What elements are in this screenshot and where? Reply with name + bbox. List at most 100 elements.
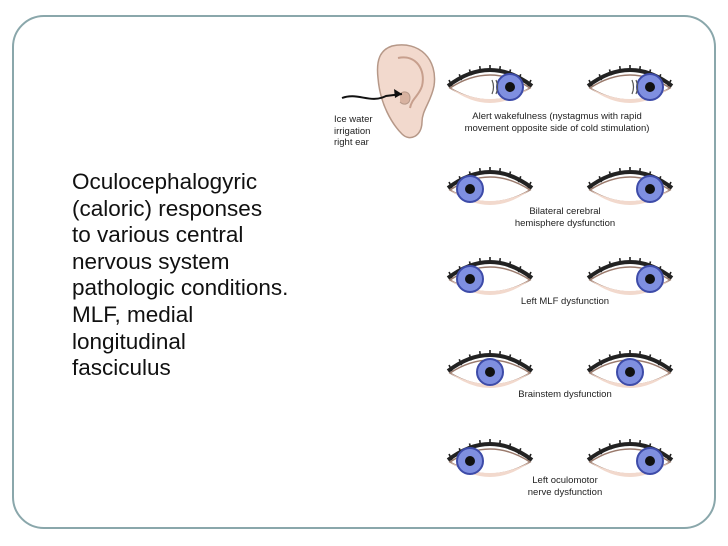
eyelash [618, 351, 622, 358]
eyelash [527, 271, 532, 279]
eyelash [517, 358, 522, 366]
eyelash [638, 168, 642, 175]
eyelash [478, 168, 482, 175]
eyelash [527, 453, 532, 461]
caloric-response-figure: Ice water irrigation right ear Alert wak… [330, 38, 710, 508]
nystagmus-motion-marks [631, 79, 639, 95]
caption-line: Oculocephalogyric [72, 169, 258, 194]
eyelash [527, 364, 532, 372]
eyelash [598, 265, 603, 273]
eyelash [598, 175, 603, 183]
eyelash [458, 358, 463, 366]
eyelash [598, 358, 603, 366]
caption-line: nervous system [72, 248, 230, 274]
row-label-line: Left MLF dysfunction [520, 296, 610, 307]
eyelash [448, 271, 453, 279]
eyelash [667, 271, 672, 279]
eyelash [458, 73, 463, 81]
ear-canal [399, 91, 411, 105]
eyelash [448, 453, 453, 461]
eyelash [588, 271, 593, 279]
eye-icon [586, 65, 674, 103]
eyelash [508, 443, 512, 450]
lower-lid [590, 373, 670, 388]
eyelash [598, 73, 603, 81]
pupil [645, 184, 655, 194]
row-label-line: Bilateral cerebral [529, 206, 601, 217]
eyelash [478, 258, 482, 265]
eyelash [498, 351, 502, 358]
row-label-line: Alert wakefulness (nystagmus with rapid [472, 111, 642, 122]
irrigation-arrow [341, 93, 403, 100]
eyelash [638, 258, 642, 265]
pupil [485, 367, 495, 377]
eyelash [448, 79, 453, 87]
eyelash [478, 351, 482, 358]
pupil [505, 82, 515, 92]
ear-inner-fold [397, 56, 424, 109]
irrigation-arrowhead [394, 89, 402, 98]
eyelash [498, 66, 502, 73]
pupil [625, 367, 635, 377]
row-label: Brainstem dysfunction [480, 389, 650, 401]
eyelash [598, 447, 603, 455]
eyelash [618, 66, 622, 73]
eye-icon [586, 167, 674, 205]
eyelash [588, 364, 593, 372]
eyelash [608, 443, 612, 450]
pupil [465, 184, 475, 194]
eyelash [448, 364, 453, 372]
row-label-line: nerve dysfunction [527, 486, 603, 498]
eyelash [468, 69, 472, 76]
row-label-line: hemisphere dysfunction [514, 217, 616, 229]
eyelash [667, 79, 672, 87]
eyelash [517, 447, 522, 455]
ear-illustration [341, 44, 436, 139]
eyelash [667, 181, 672, 189]
eyelash [618, 440, 622, 447]
eyelash [508, 171, 512, 178]
eyelash [527, 181, 532, 189]
row-label: Left MLF dysfunction [480, 296, 650, 308]
caption-line: fasciculus [72, 355, 171, 381]
eye-icon [446, 439, 534, 477]
caption-line: longitudinal [72, 328, 186, 354]
eyelash [667, 453, 672, 461]
eyelash [588, 181, 593, 189]
eyelash [638, 440, 642, 447]
eyelash [498, 258, 502, 265]
caption-text: Oculocephalogyric (caloric) responses to… [72, 169, 372, 382]
eyelash [648, 354, 652, 361]
eye-icon [586, 257, 674, 295]
row-label-line: Brainstem dysfunction [518, 389, 612, 400]
eyelash [498, 168, 502, 175]
eye-icon [446, 167, 534, 205]
eye-icon [446, 65, 534, 103]
eyelash [478, 440, 482, 447]
eye-icon [586, 350, 674, 388]
eyelash [448, 181, 453, 189]
stimulus-label-line: irrigation [334, 125, 371, 137]
eyelash [638, 66, 642, 73]
eyelash [527, 79, 532, 87]
pupil [465, 274, 475, 284]
caption-line: (caloric) responses [72, 195, 263, 221]
eyelash [618, 258, 622, 265]
eyelash [667, 364, 672, 372]
eyelash [638, 351, 642, 358]
eyelash [588, 453, 593, 461]
eyelash [517, 265, 522, 273]
caption-line: pathologic conditions. [72, 275, 289, 301]
eyelash [618, 168, 622, 175]
eyelash [508, 354, 512, 361]
pupil [645, 274, 655, 284]
pupil [465, 456, 475, 466]
eyelash [608, 69, 612, 76]
eye-icon [446, 350, 534, 388]
eyelash [608, 261, 612, 268]
eyelash [468, 354, 472, 361]
eyelash [608, 354, 612, 361]
ear-shape [376, 44, 436, 139]
